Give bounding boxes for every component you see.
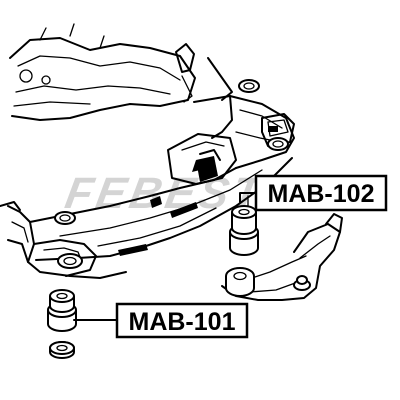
part-label-upper-text: MAB-102 xyxy=(268,180,375,208)
leader-line-upper xyxy=(239,192,256,203)
bushing-upper-illustration xyxy=(229,195,259,256)
bushing-lower-illustration xyxy=(47,289,77,359)
subframe-illustration xyxy=(0,23,295,279)
control-arm-illustration xyxy=(221,213,343,301)
part-label-lower-text: MAB-101 xyxy=(129,308,236,336)
part-label-upper: MAB-102 xyxy=(254,174,388,212)
part-label-lower: MAB-101 xyxy=(115,302,249,339)
